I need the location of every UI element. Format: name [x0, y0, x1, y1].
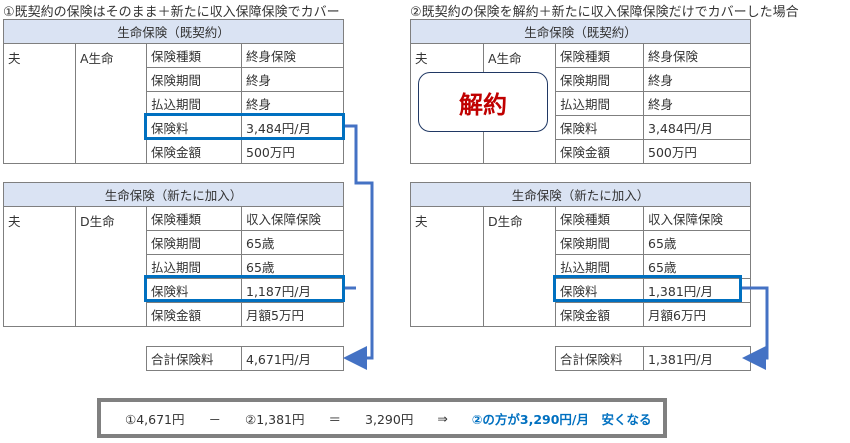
- row-value: 終身: [241, 67, 344, 92]
- row-value: 月額6万円: [643, 302, 751, 327]
- row-value: 65歳: [241, 230, 344, 255]
- summary-box: ①4,671円 － ②1,381円 ＝ 3,290円 ⇒ ②の方が3,290円/…: [97, 398, 667, 438]
- highlight-premium-new-left: [144, 275, 345, 302]
- table-header: 生命保険（既契約）: [3, 19, 344, 44]
- cancel-overlay: 解約: [418, 72, 548, 132]
- row-value: 終身保険: [241, 43, 344, 68]
- summary-arrow: ⇒: [437, 410, 448, 426]
- highlight-premium-new-right: [553, 275, 742, 302]
- insured-person: 夫: [410, 206, 484, 327]
- row-label: 保険金額: [146, 302, 242, 327]
- table-row: 保険期間終身: [4, 67, 344, 92]
- highlight-premium-existing: [144, 113, 345, 140]
- row-value: 500万円: [241, 139, 344, 164]
- summary-conclusion: ②の方が3,290円/月 安くなる: [471, 411, 652, 427]
- arrow-right-new: [742, 286, 769, 370]
- summary-b: ②1,381円: [245, 411, 305, 427]
- right-title: ②既契約の保険を解約＋新たに収入保障保険だけでカバーした場合: [410, 5, 799, 20]
- total-label: 合計保険料: [146, 346, 242, 371]
- table-row: 保険期間終身: [411, 67, 751, 92]
- row-value: 月額5万円: [241, 302, 344, 327]
- row-value: 終身: [643, 67, 751, 92]
- table-row: 保険金額月額5万円: [4, 302, 344, 327]
- row-value: 500万円: [643, 139, 751, 164]
- insurer: A生命: [75, 43, 147, 164]
- row-value: 65歳: [643, 254, 751, 279]
- row-label: 保険料: [555, 278, 644, 303]
- summary-eq: ＝: [328, 411, 342, 427]
- row-value: 3,484円/月: [643, 115, 751, 140]
- row-value: 収入保障保険: [643, 206, 751, 231]
- row-label: 払込期間: [146, 91, 242, 116]
- row-label: 保険期間: [146, 230, 242, 255]
- arrow-left-existing: [343, 124, 374, 370]
- table-row: 保険金額月額6万円: [411, 302, 751, 327]
- summary-diff: 3,290円: [365, 411, 414, 427]
- table-row: 払込期間終身: [411, 91, 751, 116]
- row-value: 65歳: [643, 230, 751, 255]
- left-title: ①既契約の保険はそのまま＋新たに収入保障保険でカバー: [3, 5, 340, 20]
- row-label: 払込期間: [146, 254, 242, 279]
- total-value: 4,671円/月: [241, 346, 344, 371]
- row-value: 終身: [241, 91, 344, 116]
- row-label: 保険金額: [555, 302, 644, 327]
- insurer: D生命: [483, 206, 556, 327]
- row-label: 保険金額: [146, 139, 242, 164]
- row-label: 保険期間: [555, 67, 644, 92]
- row-label: 保険種類: [555, 43, 644, 68]
- insurer: D生命: [75, 206, 147, 327]
- table-row: 払込期間終身: [4, 91, 344, 116]
- row-label: 保険料: [555, 115, 644, 140]
- table-header: 生命保険（新たに加入）: [3, 182, 344, 207]
- summary-a: ①4,671円: [125, 411, 185, 427]
- total-label: 合計保険料: [555, 346, 644, 371]
- table-header: 生命保険（既契約）: [410, 19, 751, 44]
- row-label: 保険期間: [146, 67, 242, 92]
- summary-minus: －: [208, 411, 222, 427]
- table-header: 生命保険（新たに加入）: [410, 182, 751, 207]
- insured-person: 夫: [3, 206, 76, 327]
- row-value: 終身: [643, 91, 751, 116]
- row-label: 保険種類: [146, 43, 242, 68]
- row-value: 65歳: [241, 254, 344, 279]
- row-value: 3,484円/月: [241, 115, 344, 140]
